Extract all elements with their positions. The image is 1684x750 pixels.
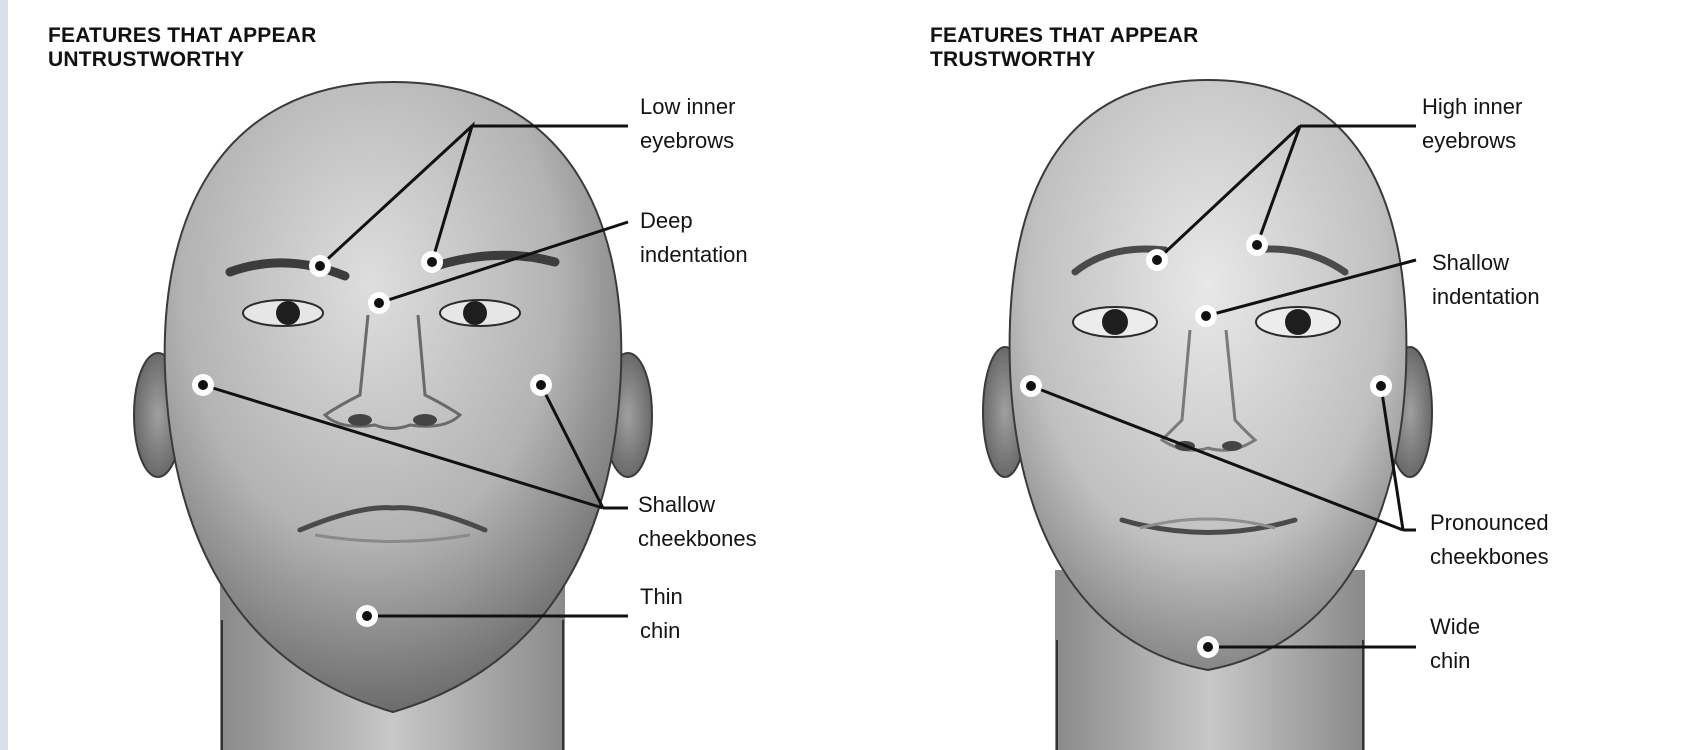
title-line-1: FEATURES THAT APPEAR [930,24,1198,48]
trustworthy-title: FEATURES THAT APPEAR TRUSTWORTHY [930,24,1198,72]
callout-low-inner-eyebrows: Low inner eyebrows [640,90,735,158]
callout-high-inner-eyebrows: High inner eyebrows [1422,90,1522,158]
callout-line: Deep [640,204,748,238]
callout-line: Wide [1430,610,1480,644]
marker-chin [356,605,378,627]
callout-deep-indentation: Deep indentation [640,204,748,272]
callout-line: Shallow [1432,246,1540,280]
untrustworthy-face [134,82,652,750]
untrustworthy-title: FEATURES THAT APPEAR UNTRUSTWORTHY [48,24,316,72]
marker-brow-inner-right [1246,234,1268,256]
marker-cheek-right [1370,375,1392,397]
marker-brow-inner-left [1146,249,1168,271]
callout-line: Shallow [638,488,757,522]
title-line-1: FEATURES THAT APPEAR [48,24,316,48]
callout-line: cheekbones [1430,540,1549,574]
callout-line: chin [640,614,683,648]
callout-line: Thin [640,580,683,614]
marker-indentation [1195,305,1217,327]
title-line-2: TRUSTWORTHY [930,48,1198,72]
marker-brow-inner-right [421,251,443,273]
marker-cheek-right [530,374,552,396]
callout-shallow-cheekbones: Shallow cheekbones [638,488,757,556]
title-line-2: UNTRUSTWORTHY [48,48,316,72]
callout-line: Low inner [640,90,735,124]
callout-line: eyebrows [1422,124,1522,158]
callout-line: chin [1430,644,1480,678]
marker-cheek-left [192,374,214,396]
callout-line: High inner [1422,90,1522,124]
callout-line: indentation [1432,280,1540,314]
marker-brow-inner-left [309,255,331,277]
marker-chin [1197,636,1219,658]
callout-shallow-indentation: Shallow indentation [1432,246,1540,314]
callout-line: cheekbones [638,522,757,556]
marker-cheek-left [1020,375,1042,397]
callout-thin-chin: Thin chin [640,580,683,648]
callout-wide-chin: Wide chin [1430,610,1480,678]
callout-line: Pronounced [1430,506,1549,540]
marker-indentation [368,292,390,314]
callout-line: indentation [640,238,748,272]
callout-pronounced-cheekbones: Pronounced cheekbones [1430,506,1549,574]
callout-line: eyebrows [640,124,735,158]
